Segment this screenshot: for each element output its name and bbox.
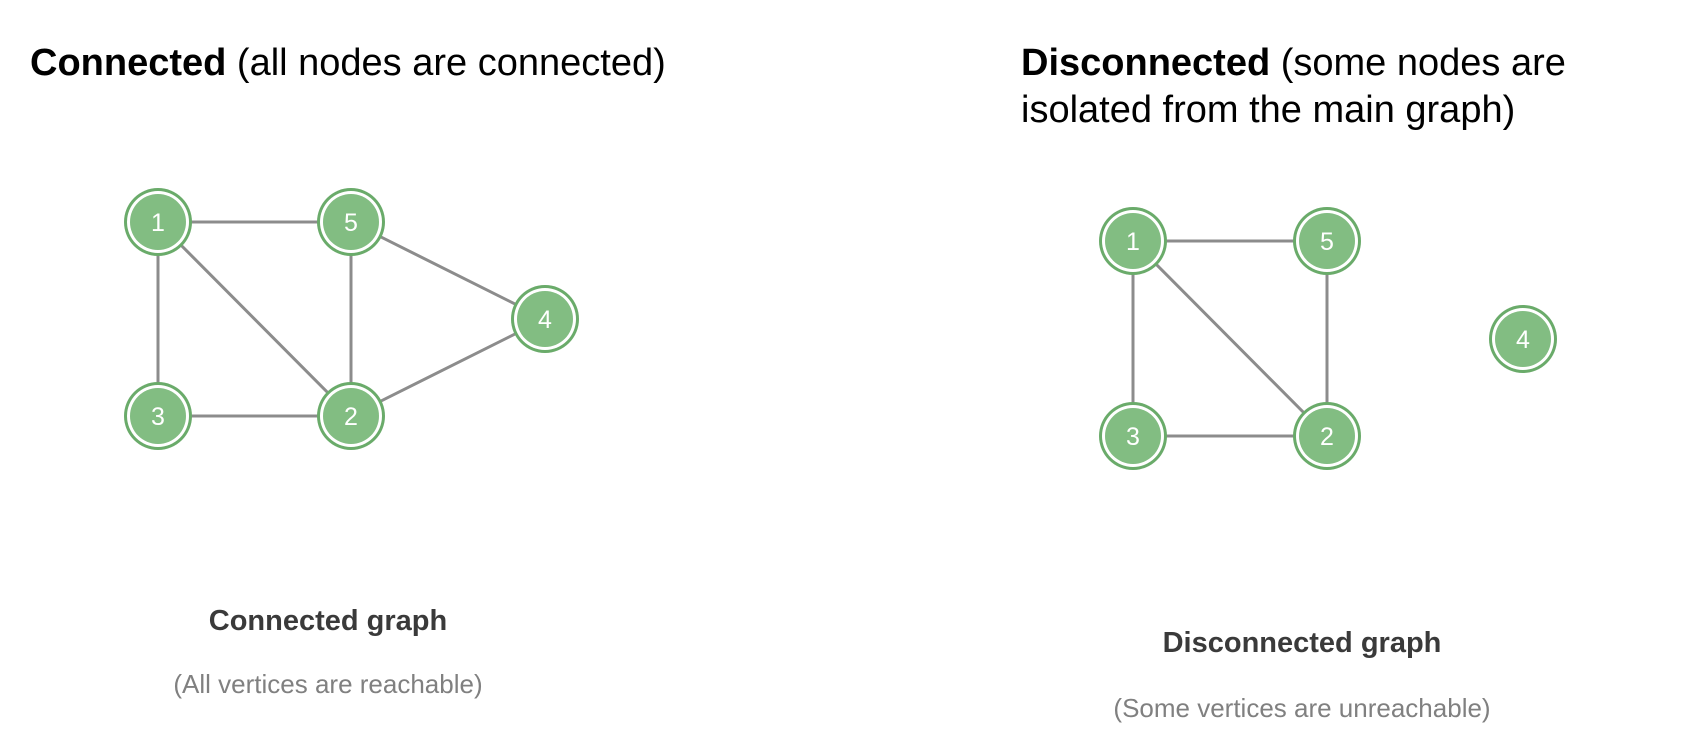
disconnected-node-4: 4 <box>1489 305 1557 373</box>
connected-node-4: 4 <box>511 285 579 353</box>
nodes-layer: 1 5 4 3 2 1 5 4 3 2 <box>124 188 1557 470</box>
connected-node-label: 2 <box>344 403 358 431</box>
connected-heading-bold: Connected <box>30 42 227 84</box>
disconnected-node-circle <box>1105 213 1161 269</box>
disconnected-node-label: 5 <box>1320 228 1334 256</box>
disconnected-caption-subtitle: (Some vertices are unreachable) <box>1113 693 1491 723</box>
disconnected-caption-title: Disconnected graph <box>1162 627 1442 659</box>
connected-node-5: 5 <box>317 188 385 256</box>
disconnected-node-label: 1 <box>1126 228 1140 256</box>
disconnected-node-circle <box>1495 311 1551 367</box>
connected-node-label: 3 <box>151 403 165 431</box>
connected-edge-1-2 <box>156 220 353 418</box>
disconnected-heading-bold: Disconnected <box>1021 42 1271 84</box>
disconnected-node-2: 2 <box>1293 402 1361 470</box>
disconnected-node-circle <box>1299 408 1355 464</box>
disconnected-node-circle <box>1105 408 1161 464</box>
disconnected-heading-rest: (some nodes are isolated from the main g… <box>1021 42 1566 131</box>
connected-heading: Connected (all nodes are connected) <box>30 40 890 87</box>
disconnected-node-label: 4 <box>1516 326 1530 354</box>
connected-node-circle <box>323 388 379 444</box>
disconnected-node-label: 3 <box>1126 423 1140 451</box>
connected-node-2: 2 <box>317 382 385 450</box>
connected-node-label: 4 <box>538 306 552 334</box>
connected-heading-rest: (all nodes are connected) <box>226 42 666 84</box>
disconnected-node-3: 3 <box>1099 402 1167 470</box>
connected-node-circle <box>323 194 379 250</box>
disconnected-node-1: 1 <box>1099 207 1167 275</box>
connected-node-circle <box>130 194 186 250</box>
disconnected-node-circle <box>1299 213 1355 269</box>
connected-node-3: 3 <box>124 382 192 450</box>
disconnected-heading: Disconnected (some nodes are isolated fr… <box>1021 40 1661 134</box>
connected-node-circle <box>130 388 186 444</box>
connected-node-label: 1 <box>151 209 165 237</box>
connected-node-1: 1 <box>124 188 192 256</box>
connected-node-label: 5 <box>344 209 358 237</box>
disconnected-node-label: 2 <box>1320 423 1334 451</box>
disconnected-edge-1-2 <box>1131 239 1329 438</box>
disconnected-node-5: 5 <box>1293 207 1361 275</box>
connected-caption-subtitle: (All vertices are reachable) <box>173 669 483 699</box>
connected-edge-5-4 <box>350 220 546 321</box>
connected-panel: Connected (all nodes are connected) Conn… <box>30 40 890 699</box>
connected-node-circle <box>517 291 573 347</box>
connected-edge-2-4 <box>350 317 546 418</box>
connected-caption-title: Connected graph <box>208 605 448 637</box>
